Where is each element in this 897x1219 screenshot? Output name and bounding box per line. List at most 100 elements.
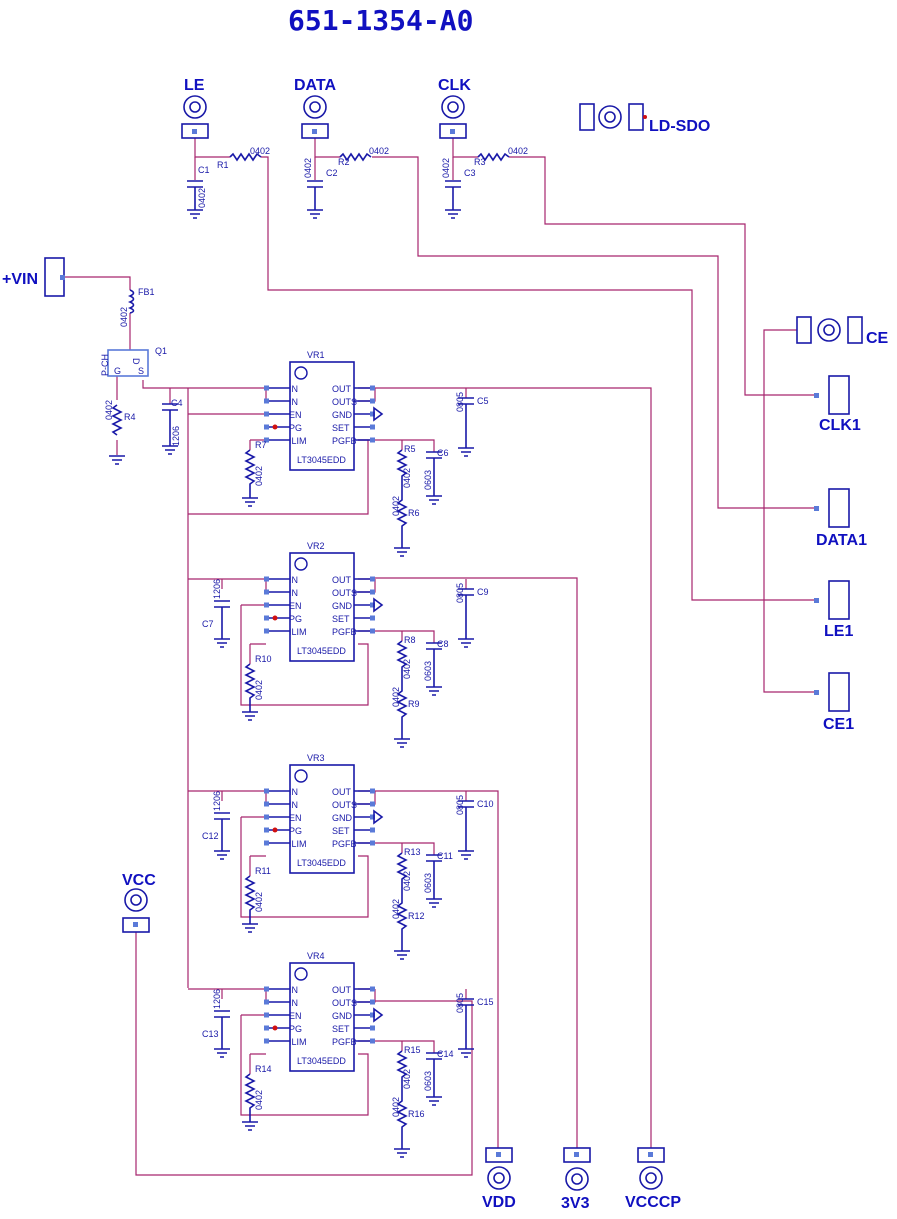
vr2-pin-pg-label: PG	[289, 614, 302, 624]
vr2-pin-r1	[370, 589, 375, 595]
vr1-gnd-symbol	[373, 406, 384, 422]
ld-sdo-connector[interactable]	[579, 103, 647, 131]
vcccp-connector[interactable]	[637, 1147, 665, 1190]
vr1-cset	[426, 451, 442, 505]
ce1-connector[interactable]	[814, 672, 850, 712]
vr1-rilim-label: R7	[255, 440, 267, 450]
vdd-connector[interactable]	[485, 1147, 513, 1190]
vr1-cout-package: 0805	[455, 392, 465, 412]
vr1-set-resistors	[394, 449, 410, 557]
vr4-rilim	[242, 1073, 258, 1131]
c4-package: 1206	[171, 426, 181, 446]
vr2-pin-r0	[370, 576, 375, 582]
vr1-rset1-label: R5	[404, 444, 416, 454]
vcc-connector[interactable]	[122, 888, 150, 933]
vr1-pin-r0	[370, 385, 375, 391]
fb1-inductor	[127, 289, 135, 314]
vr4-pin-r1	[370, 999, 375, 1005]
fb1-package: 0402	[119, 307, 129, 327]
vr4-pin-r3	[370, 1025, 375, 1031]
le-label: LE	[184, 77, 205, 94]
data-connector[interactable]	[301, 95, 329, 139]
vr3-pin-l2	[264, 814, 269, 820]
vr1-rset2-label: R6	[408, 508, 420, 518]
vr4-pin-outs-label: OUTS	[332, 998, 357, 1008]
clk1-connector[interactable]	[814, 375, 850, 415]
c4-capacitor	[162, 403, 178, 455]
vr1-rilim	[242, 449, 258, 507]
le1-label: LE1	[824, 623, 853, 640]
vr4-cin	[214, 1010, 230, 1058]
vr3-cset-package: 0603	[423, 873, 433, 893]
vr2-chip	[289, 552, 355, 662]
c3-label: C3	[464, 168, 476, 178]
vin-label: +VIN	[2, 271, 38, 288]
vr2-rset2-label: R9	[408, 699, 420, 709]
vr1-cset-package: 0603	[423, 470, 433, 490]
vr2-part: LT3045EDD	[297, 646, 346, 656]
vr1-ref: VR1	[307, 350, 325, 360]
vr4-cset-label: C14	[437, 1049, 454, 1059]
vr2-rset1-package: 0402	[402, 659, 412, 679]
vr3-chip	[289, 764, 355, 874]
vr2-pin-r4	[370, 628, 375, 634]
vr2-cout-label: C9	[477, 587, 489, 597]
c1-label: C1	[198, 165, 210, 175]
vr4-out-wires	[358, 988, 435, 1053]
vr4-rset1-package: 0402	[402, 1069, 412, 1089]
vr3-wires	[188, 790, 369, 918]
data-label: DATA	[294, 77, 337, 94]
vr4-wires	[188, 988, 369, 1116]
vr3-pg-dot	[272, 827, 278, 833]
vr4-part: LT3045EDD	[297, 1056, 346, 1066]
data1-connector[interactable]	[814, 488, 850, 528]
vr3-rilim	[242, 875, 258, 933]
vr4-cout-package: 0805	[455, 993, 465, 1013]
vr1-pin-pgfb-label: PGFB	[332, 436, 357, 446]
vr1-cout-label: C5	[477, 396, 489, 406]
le1-connector[interactable]	[814, 580, 850, 620]
vr3-rilim-package: 0402	[254, 892, 264, 912]
vr2-cin	[214, 600, 230, 648]
r1-label: R1	[217, 160, 229, 170]
vr4-pin-l0	[264, 986, 269, 992]
vr2-cin-package: 1206	[212, 579, 222, 599]
vr2-pin-out-label: OUT	[332, 575, 352, 585]
r4-label: R4	[124, 412, 136, 422]
r4-resistor	[109, 404, 125, 465]
vr4-gnd-symbol	[373, 1007, 384, 1023]
vr2-cin-label: C7	[202, 619, 214, 629]
r4-package: 0402	[104, 400, 114, 420]
clk-connector[interactable]	[439, 95, 467, 139]
vr2-pin-gnd-label: GND	[332, 601, 353, 611]
vr2-pin-outs-label: OUTS	[332, 588, 357, 598]
vr1-pin-out-label: OUT	[332, 384, 352, 394]
r1-package: 0402	[250, 146, 270, 156]
vr2-cset-package: 0603	[423, 661, 433, 681]
vr3-pin-l3	[264, 827, 269, 833]
vr3-part: LT3045EDD	[297, 858, 346, 868]
3v3-label: 3V3	[561, 1195, 590, 1212]
3v3-connector[interactable]	[563, 1147, 591, 1191]
vr3-cin-label: C12	[202, 831, 219, 841]
vr4-rilim-label: R14	[255, 1064, 272, 1074]
vr3-cin	[214, 812, 230, 860]
vr4-rset2-label: R16	[408, 1109, 425, 1119]
q1-gate-label: G	[114, 366, 121, 376]
vr3-pin1-mark	[294, 769, 308, 783]
c2-capacitor	[307, 180, 323, 219]
vr4-pin-en-label: EN	[289, 1011, 302, 1021]
vin-connector[interactable]	[44, 257, 65, 297]
le-connector[interactable]	[181, 95, 209, 139]
vr4-cin-package: 1206	[212, 989, 222, 1009]
vr4-pin-out-label: OUT	[332, 985, 352, 995]
c3-package: 0402	[441, 158, 451, 178]
vr3-pin-en-label: EN	[289, 813, 302, 823]
vr2-cset-label: C8	[437, 639, 449, 649]
ce-connector[interactable]	[796, 316, 863, 344]
vr4-cout	[458, 998, 474, 1058]
ce1-label: CE1	[823, 716, 854, 733]
vr3-rset2-label: R12	[408, 911, 425, 921]
vr3-ref: VR3	[307, 753, 325, 763]
